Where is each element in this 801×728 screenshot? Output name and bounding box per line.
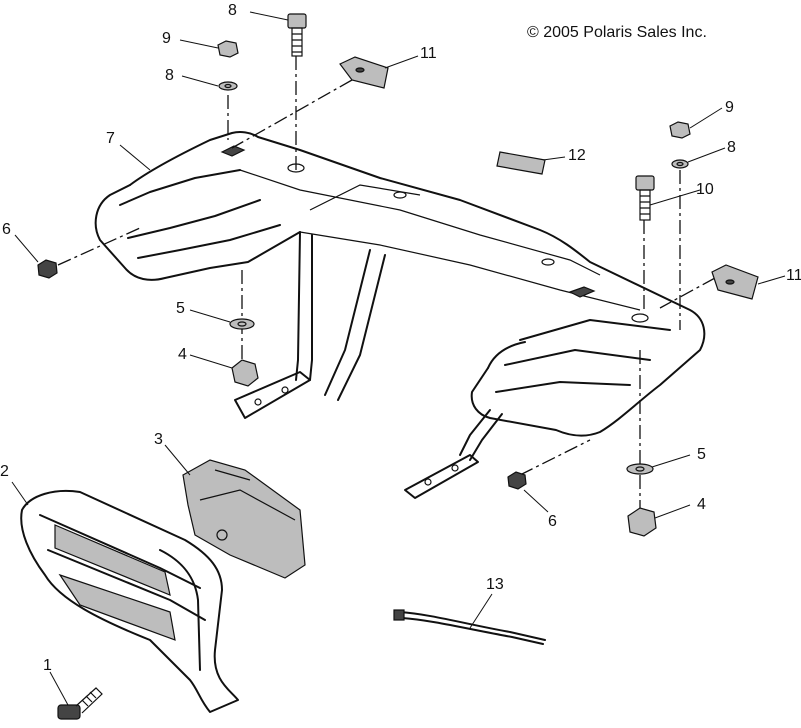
flange-nut-6-left	[37, 259, 58, 279]
copyright-notice: © 2005 Polaris Sales Inc.	[527, 24, 707, 41]
callout-12: 12	[568, 147, 586, 164]
callout-6: 6	[2, 221, 11, 238]
callout-6: 6	[548, 513, 557, 530]
washer-8-left	[218, 81, 238, 91]
rear-rack	[94, 131, 706, 499]
callout-9: 9	[725, 99, 734, 116]
callout-7: 7	[106, 130, 115, 147]
nut-4-left	[231, 359, 259, 387]
callout-8: 8	[165, 67, 174, 84]
callout-10: 10	[696, 181, 714, 198]
cap-nut-9-left	[217, 40, 239, 58]
leader-lines	[11, 11, 786, 706]
callout-9: 9	[162, 30, 171, 47]
callout-5: 5	[697, 446, 706, 463]
cable-tie-13	[393, 609, 546, 645]
bolt-10-left	[287, 13, 307, 57]
bolt-1	[57, 687, 103, 720]
cap-nut-9-right	[669, 121, 691, 139]
callout-1: 1	[43, 657, 52, 674]
washer-5-left	[229, 318, 255, 330]
assembly-lines	[57, 56, 716, 520]
callout-11: 11	[786, 267, 801, 284]
callout-13: 13	[486, 576, 504, 593]
clip-11-left	[339, 56, 389, 89]
callout-5: 5	[176, 300, 185, 317]
callout-11: 11	[420, 45, 437, 62]
decal-12	[496, 151, 546, 175]
bolt-10-right	[635, 175, 655, 221]
flange-nut-6-right	[507, 471, 527, 490]
clip-11-right	[711, 264, 759, 300]
washer-5-right	[626, 463, 654, 475]
callout-10: 8	[228, 2, 237, 19]
cover-3	[182, 459, 306, 579]
bumper-2	[20, 489, 239, 713]
callout-2: 2	[0, 463, 9, 480]
nut-4-right	[627, 507, 657, 537]
callout-8: 8	[727, 139, 736, 156]
callout-3: 3	[154, 431, 163, 448]
callout-4: 4	[178, 346, 187, 363]
washer-8-right	[671, 159, 689, 169]
callout-4: 4	[697, 496, 706, 513]
